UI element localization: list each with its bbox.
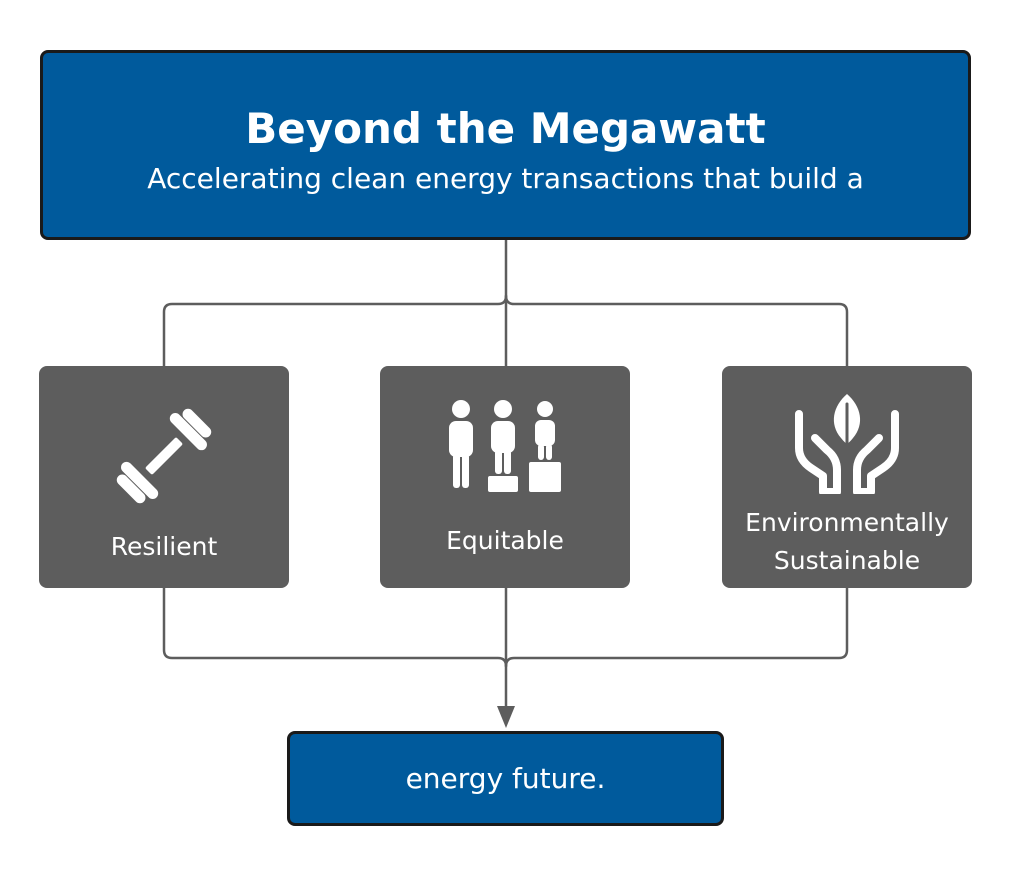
- pillar-resilient: Resilient: [39, 366, 289, 588]
- pillar-label-resilient: Resilient: [110, 532, 218, 561]
- arrow-head: [497, 706, 515, 728]
- header-box: Beyond the Megawatt Accelerating clean e…: [40, 50, 971, 240]
- equity-people-icon: [449, 400, 561, 492]
- pillar-equitable: Equitable: [380, 366, 630, 588]
- header-title: Beyond the Megawatt: [245, 104, 766, 153]
- header-subtitle: Accelerating clean energy transactions t…: [147, 162, 864, 195]
- pillar-label-equitable: Equitable: [446, 526, 564, 555]
- pillar-sustainable: Environmentally Sustainable: [722, 366, 972, 588]
- connector-bottom-merge-right: [504, 586, 849, 668]
- connector-top-branch-right: [504, 294, 849, 368]
- connector-bottom-merge-left: [162, 586, 508, 668]
- hands-leaf-icon: [795, 394, 899, 494]
- footer-text: energy future.: [405, 762, 606, 795]
- pillar-label-sustainable: Environmentally Sustainable: [745, 508, 949, 575]
- connector-top-branch-left: [162, 294, 508, 368]
- footer-box: energy future.: [287, 731, 724, 826]
- dumbbell-icon: [116, 408, 212, 504]
